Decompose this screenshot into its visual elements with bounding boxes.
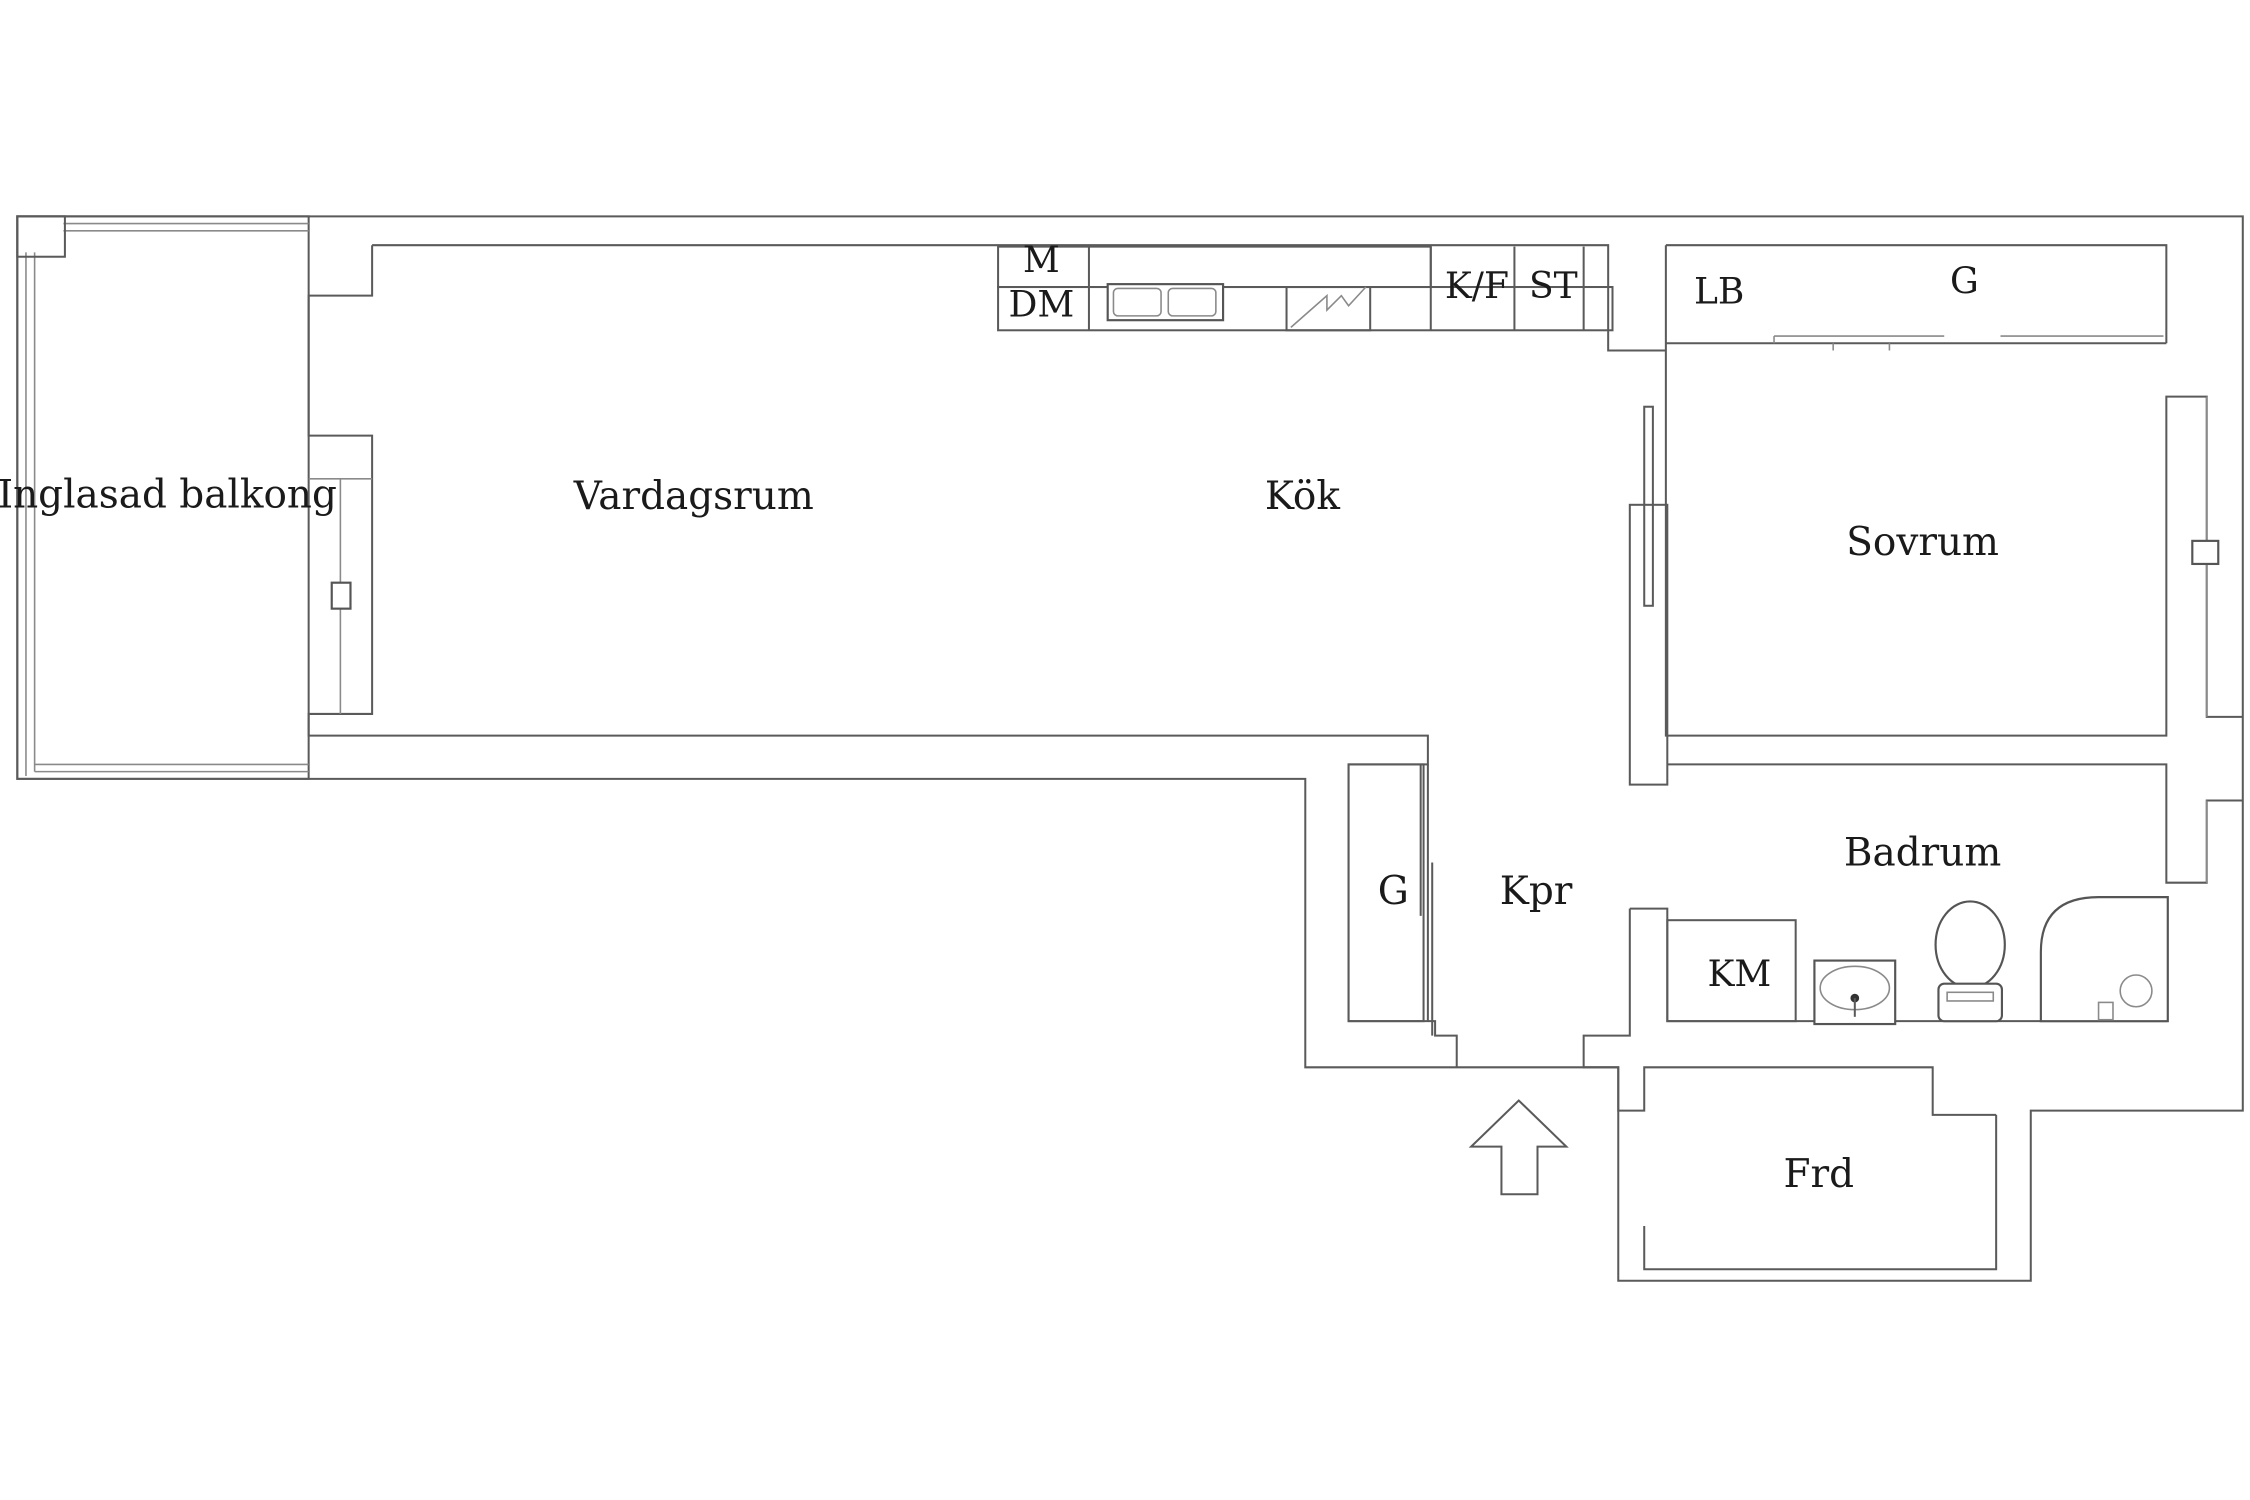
- balcony-door: [308, 478, 373, 714]
- label-hall-closet: G: [1378, 869, 1409, 914]
- label-bedroom: Sovrum: [1846, 520, 1999, 565]
- hallway-closet: [1347, 763, 1434, 1036]
- shower-icon: [2039, 896, 2169, 1023]
- label-fridge-freezer: K/F: [1445, 265, 1509, 307]
- bathroom-walls: [1582, 763, 2243, 1271]
- label-balcony: Inglasad balkong: [0, 473, 337, 518]
- label-kitchen: Kök: [1265, 474, 1340, 519]
- label-wardrobe: G: [1950, 261, 1979, 303]
- entrance-arrow-icon: [1468, 1099, 1569, 1196]
- label-living-room: Vardagsrum: [573, 474, 814, 519]
- label-microwave: M: [1023, 239, 1060, 281]
- label-oven: ST: [1529, 265, 1578, 307]
- label-storage: Frd: [1783, 1152, 1854, 1197]
- kitchen-counter: [997, 245, 1614, 332]
- label-bathroom: Badrum: [1844, 830, 2001, 875]
- bathroom-sink-icon: [1813, 959, 1897, 1026]
- exterior-walls: [16, 215, 2244, 1282]
- label-linen-closet: LB: [1694, 271, 1744, 313]
- toilet-icon: [1934, 900, 2006, 1023]
- label-dishwasher: DM: [1008, 284, 1074, 326]
- stove-icon: [1285, 286, 1372, 332]
- label-corridor: Kpr: [1500, 869, 1573, 914]
- label-washing-machine: KM: [1708, 953, 1772, 995]
- kitchen-sink-icon: [1106, 283, 1225, 322]
- bedroom-walls: [1628, 245, 2243, 786]
- glazed-balcony: [16, 215, 310, 780]
